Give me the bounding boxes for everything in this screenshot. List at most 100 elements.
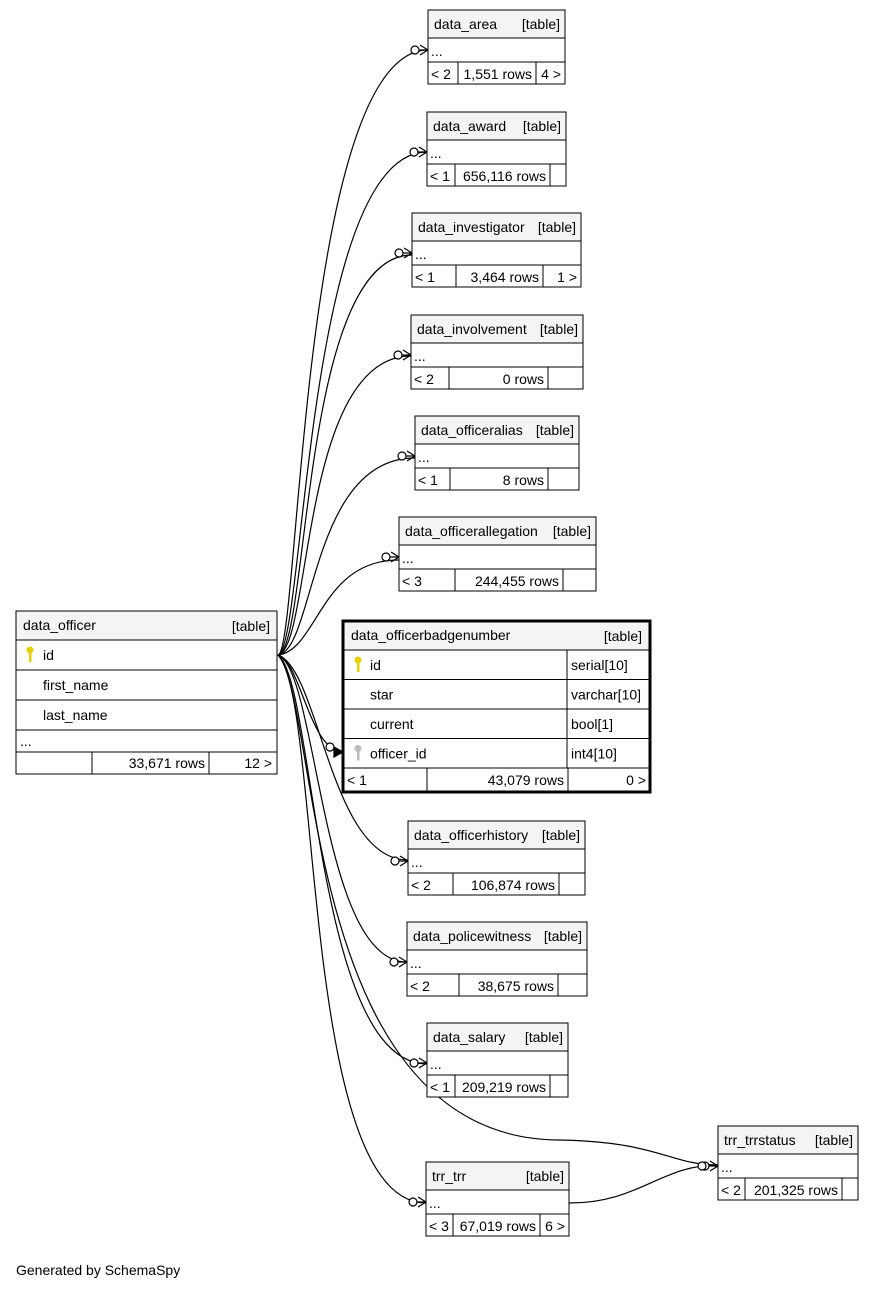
table-type-tag: [table] (232, 618, 270, 634)
generated-by-footer: Generated by SchemaSpy (16, 1262, 181, 1278)
column-name: last_name (43, 707, 108, 723)
parents-count: < 2 (411, 877, 431, 893)
collapsed-columns: ... (430, 145, 442, 161)
table-footer (15, 751, 278, 775)
column-type: varchar[10] (571, 687, 641, 703)
column-row (15, 669, 278, 701)
crows-foot-marker (394, 247, 413, 259)
children-count: 4 > (541, 66, 561, 82)
column-type-cell (566, 708, 651, 739)
children-count: 12 > (244, 755, 272, 771)
collapsed-columns: ... (431, 43, 443, 59)
table-type-tag: [table] (538, 219, 576, 235)
parents-count: < 2 (410, 978, 430, 994)
collapsed-columns: ... (721, 1159, 733, 1175)
table-type-tag: [table] (815, 1132, 853, 1148)
table-name: data_officeralias (421, 422, 523, 438)
crows-foot-marker (697, 1161, 707, 1171)
crows-foot-marker (408, 1196, 427, 1208)
table-type-tag: [table] (604, 628, 642, 644)
table-name: trr_trrstatus (724, 1132, 796, 1148)
table-data-area[interactable]: data_area [table]... < 2 1,551 rows 4 > (427, 9, 566, 85)
children-count: 0 > (626, 772, 646, 788)
table-footer (425, 1213, 570, 1237)
collapsed-columns: ... (430, 1056, 442, 1072)
table-body (717, 1153, 859, 1179)
column-type: int4[10] (571, 746, 617, 762)
relationship-line (277, 355, 412, 656)
parents-count: < 1 (347, 772, 367, 788)
collapsed-columns: ... (402, 550, 414, 566)
relationship-line (277, 654, 427, 1204)
table-body (406, 949, 588, 975)
table-header (407, 820, 586, 850)
relationship-line (277, 654, 344, 753)
table-footer (717, 1177, 859, 1201)
table-footer (407, 872, 586, 896)
table-type-tag: [table] (542, 827, 580, 843)
table-header (414, 415, 580, 445)
column-name: first_name (43, 677, 109, 693)
relationship-line (277, 49, 429, 656)
table-name: data_award (433, 118, 506, 134)
table-footer (398, 568, 597, 592)
table-header (425, 1161, 570, 1191)
table-header (426, 111, 567, 141)
parents-count: < 2 (431, 66, 451, 82)
row-count: 209,219 rows (462, 1079, 546, 1095)
table-header (343, 621, 650, 650)
column-name: star (370, 687, 394, 703)
table-type-tag: [table] (540, 321, 578, 337)
table-data-officer[interactable]: data_officer[table]idfirst_namelast_name… (15, 610, 278, 775)
parents-count: < 2 (414, 371, 434, 387)
table-name: data_officerbadgenumber (351, 627, 511, 643)
table-name: data_salary (433, 1029, 505, 1045)
parents-count: < 1 (418, 472, 438, 488)
crows-foot-marker (389, 956, 408, 968)
table-type-tag: [table] (544, 928, 582, 944)
row-count: 244,455 rows (475, 573, 559, 589)
collapsed-columns: ... (418, 449, 430, 465)
collapsed-row (15, 729, 278, 753)
column-name: current (370, 716, 414, 732)
row-count: 67,019 rows (460, 1218, 536, 1234)
table-body (427, 37, 566, 63)
row-count: 1,551 rows (464, 66, 532, 82)
table-name: trr_trr (432, 1168, 467, 1184)
table-name: data_officer (23, 617, 96, 633)
table-type-tag: [table] (522, 16, 560, 32)
parents-count: < 1 (415, 269, 435, 285)
parents-count: < 3 (429, 1218, 449, 1234)
crows-foot-marker (409, 1057, 428, 1069)
table-name: data_investigator (418, 219, 525, 235)
table-name: data_area (434, 16, 497, 32)
crows-foot-marker (393, 349, 412, 361)
table-body (411, 240, 582, 266)
parents-count: < 1 (430, 1079, 450, 1095)
parents-count: < 1 (430, 168, 450, 184)
column-type: bool[1] (571, 716, 613, 732)
table-footer (411, 264, 582, 288)
table-body (414, 443, 580, 469)
table-name: data_officerallegation (405, 523, 538, 539)
column-row (342, 738, 568, 769)
table-body (407, 848, 586, 874)
row-count: 33,671 rows (129, 755, 205, 771)
primary-key-icon (26, 646, 34, 662)
table-header (717, 1125, 859, 1155)
crows-foot-marker (409, 146, 428, 158)
table-footer (427, 61, 566, 85)
row-count: 0 rows (503, 371, 544, 387)
table-footer (426, 1074, 569, 1098)
